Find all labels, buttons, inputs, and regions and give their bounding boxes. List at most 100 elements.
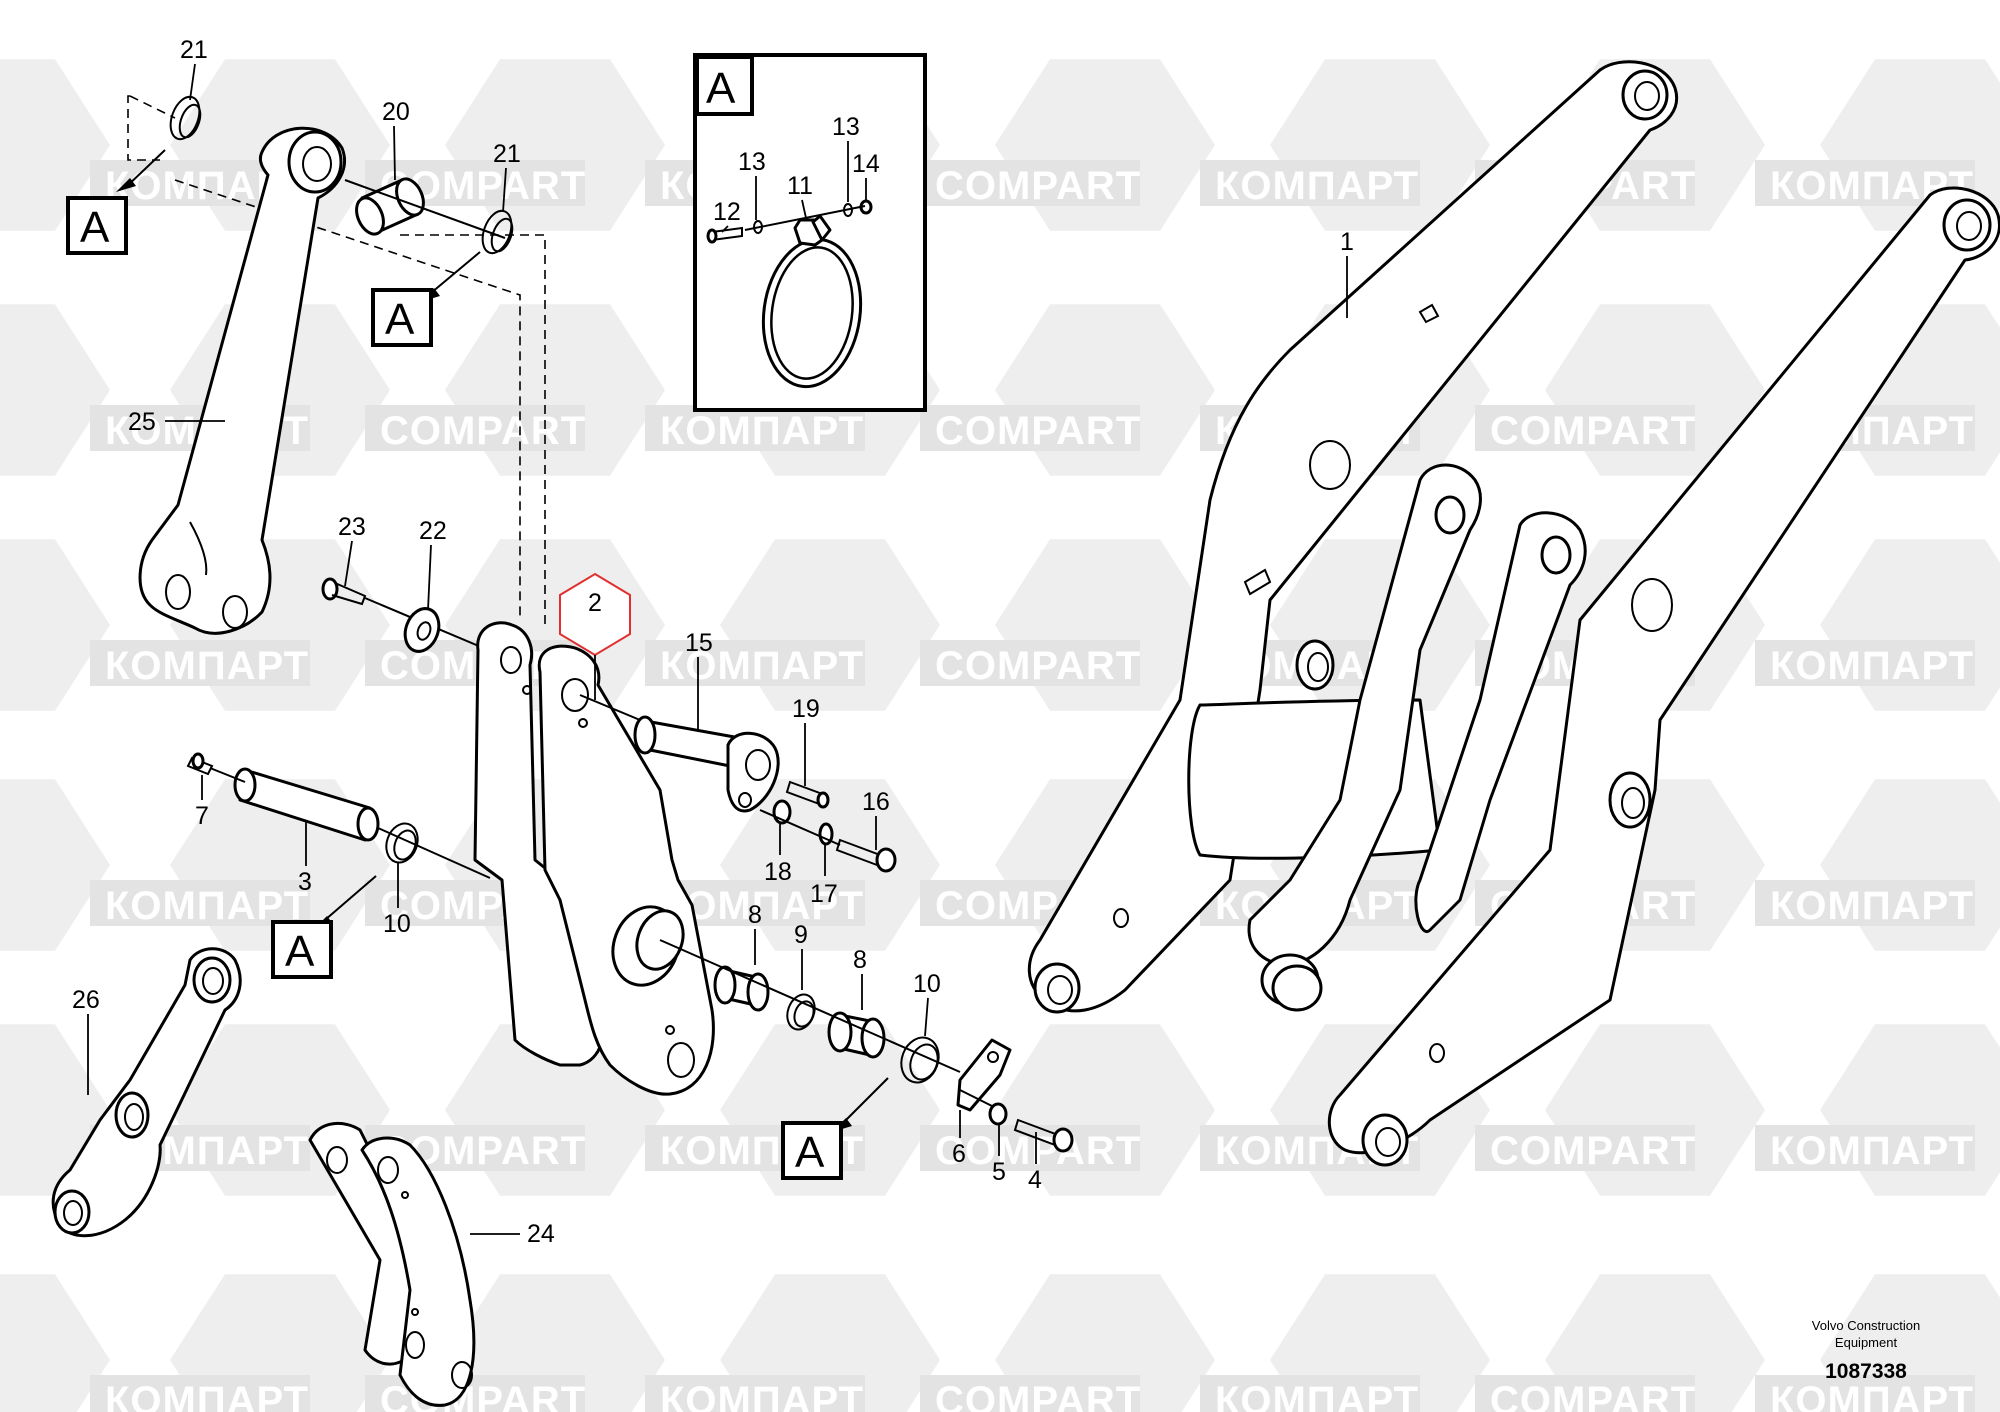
watermark-band [1475, 1125, 1695, 1171]
label-part-10b: 10 [913, 970, 941, 998]
callout-a-1-letter: A [80, 203, 110, 252]
part-20-bushing [355, 177, 425, 236]
watermark-band [1755, 640, 1975, 686]
label-part-20: 20 [382, 98, 410, 126]
detail-label-14: 14 [852, 150, 880, 178]
part-21-rings [169, 95, 514, 255]
label-part-21b: 21 [493, 140, 521, 168]
watermark-text-cyrillic: КОМПАРТ [1770, 1379, 1974, 1412]
watermark-band [1200, 160, 1420, 206]
part-15-pin [579, 694, 780, 813]
company-name-line1: Volvo Construction [1812, 1318, 1920, 1333]
watermark-text-latin: COMPART [935, 1379, 1141, 1412]
watermark-band [365, 405, 585, 451]
watermark-text-latin: COMPART [1490, 409, 1696, 453]
label-part-24: 24 [527, 1220, 555, 1248]
watermark-band [1200, 1375, 1420, 1412]
label-part-2: 2 [588, 589, 602, 617]
callout-a-1[interactable]: A [66, 149, 166, 255]
watermark-hex [0, 1274, 110, 1412]
part-16-bolt [759, 809, 897, 873]
label-part-25: 25 [128, 408, 156, 436]
highlight-part-2[interactable]: 2 [559, 572, 631, 700]
part-5-washer [988, 1102, 1008, 1126]
part-19-grease-nipple [785, 780, 830, 809]
watermark-text-cyrillic: КОМПАРТ [1770, 644, 1974, 688]
part-8-bushing-a [713, 965, 770, 1012]
label-part-15: 15 [685, 629, 713, 657]
label-part-21a: 21 [180, 36, 208, 64]
watermark-text-latin: COMPART [935, 1129, 1141, 1173]
watermark-band [90, 1375, 310, 1412]
label-part-7: 7 [195, 802, 209, 830]
label-part-17: 17 [810, 880, 838, 908]
watermark-band [645, 640, 865, 686]
watermark-text-latin: COMPART [1490, 1129, 1696, 1173]
watermark-hex [0, 539, 110, 711]
detail-label-11: 11 [787, 172, 813, 200]
watermark-text-cyrillic: КОМПАРТ [660, 409, 864, 453]
callout-a-3-letter: A [285, 927, 315, 976]
detail-view-a: A 13 13 14 11 12 [693, 53, 927, 412]
watermark-text-cyrillic: КОМПАРТ [1215, 1379, 1419, 1412]
callout-a-3[interactable]: A [271, 875, 377, 979]
part-10-ring-lower [900, 1036, 940, 1084]
callout-a-2[interactable]: A [371, 251, 481, 347]
callout-a-4-letter: A [795, 1128, 825, 1177]
label-part-3: 3 [298, 868, 312, 896]
part-9-ring [786, 993, 816, 1031]
label-part-26: 26 [72, 986, 100, 1014]
label-part-9: 9 [794, 921, 808, 949]
label-part-8a: 8 [748, 901, 762, 929]
part-2-lever [473, 621, 715, 1096]
watermark-band [920, 640, 1140, 686]
part-22-washer [403, 607, 441, 653]
part-8-bushing-b [827, 1011, 886, 1059]
watermark-text-cyrillic: КОМПАРТ [105, 644, 309, 688]
part-4-bolt [1013, 1118, 1074, 1153]
part-labels: 21 20 21 25 23 22 15 19 16 18 17 7 3 10 … [72, 36, 1354, 1248]
watermark-band [920, 160, 1140, 206]
document-number: 1087338 [1825, 1360, 1907, 1383]
part-3-pin [209, 767, 491, 879]
label-part-4: 4 [1028, 1166, 1042, 1194]
watermark-text-cyrillic: КОМПАРТ [660, 1379, 864, 1412]
watermark-band [920, 1375, 1140, 1412]
watermark-text-latin: COMPART [935, 409, 1141, 453]
watermark-hex [0, 59, 110, 231]
watermark-hex [0, 779, 110, 951]
label-part-19: 19 [792, 695, 820, 723]
watermark-band [645, 1375, 865, 1412]
watermark-band [645, 405, 865, 451]
watermark-text-cyrillic: КОМПАРТ [1770, 884, 1974, 928]
detail-title-box [695, 55, 754, 116]
label-part-23: 23 [338, 513, 366, 541]
callout-a-4[interactable]: A [781, 1077, 889, 1180]
detail-title: A [706, 64, 736, 113]
part-7-grease-nipple [186, 752, 214, 776]
watermark-band [1755, 880, 1975, 926]
part-26-link [51, 947, 242, 1238]
label-part-16: 16 [862, 788, 890, 816]
company-name-line2: Equipment [1835, 1335, 1898, 1350]
part-17-washer [818, 822, 834, 846]
watermark-band [90, 640, 310, 686]
detail-label-13b: 13 [832, 113, 860, 141]
detail-label-13a: 13 [738, 148, 766, 176]
callout-a-2-letter: A [385, 295, 415, 344]
part-10-ring [385, 822, 419, 864]
part-1-lift-arm [1027, 60, 2000, 1167]
watermark-text-cyrillic: КОМПАРТ [1770, 1129, 1974, 1173]
label-part-5: 5 [992, 1158, 1006, 1186]
watermark-band [1475, 1375, 1695, 1412]
detail-label-12: 12 [713, 198, 741, 226]
watermark-band [1755, 1125, 1975, 1171]
part-24-curved-link [308, 1121, 476, 1407]
watermark-text-latin: COMPART [935, 164, 1141, 208]
watermark-text-latin: COMPART [380, 409, 586, 453]
watermark-hex [0, 304, 110, 476]
watermark-band [920, 405, 1140, 451]
watermark-text-latin: COMPART [1490, 1379, 1696, 1412]
watermark-text-cyrillic: КОМПАРТ [1215, 164, 1419, 208]
